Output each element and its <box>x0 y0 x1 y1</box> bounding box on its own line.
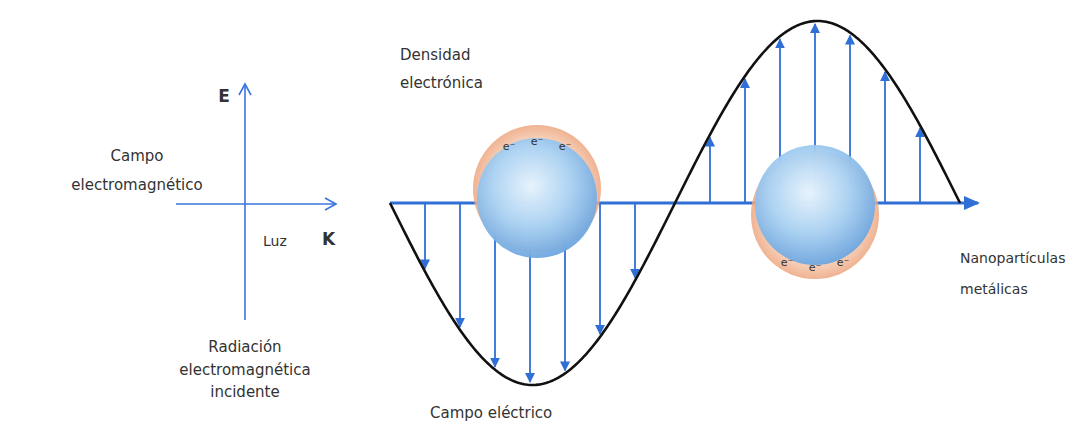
electron-symbol: e⁻ <box>559 140 572 153</box>
axis-letter: E <box>218 86 230 106</box>
axis-caption: Campo electromagnético <box>71 142 202 199</box>
axis-letter: K <box>322 229 335 249</box>
field-caption: Campo eléctrico <box>430 404 552 422</box>
sine-wave <box>390 21 960 385</box>
field-vector <box>459 203 461 327</box>
metal-nanoparticle <box>755 145 875 265</box>
field-vector <box>599 203 601 334</box>
particle-caption: Nanopartículas metálicas <box>960 243 1065 305</box>
metal-nanoparticle <box>477 138 597 258</box>
field-axis <box>244 84 246 320</box>
axis-caption: Radiación electromagnética incidente <box>179 336 310 404</box>
particle-caption: Densidad electrónica <box>400 42 483 98</box>
electron-symbol: e⁻ <box>837 256 850 269</box>
field-vector <box>424 203 426 268</box>
field-vector <box>709 138 711 203</box>
electron-symbol: e⁻ <box>781 256 794 269</box>
electron-symbol: e⁻ <box>809 261 822 274</box>
field-vector <box>744 79 746 203</box>
electron-symbol: e⁻ <box>503 140 516 153</box>
wavevector-axis <box>176 203 336 205</box>
electron-symbol: e⁻ <box>531 135 544 148</box>
field-vector <box>919 128 921 203</box>
axis-caption: Luz <box>263 233 287 250</box>
field-vector <box>634 203 636 278</box>
field-vector <box>884 72 886 203</box>
